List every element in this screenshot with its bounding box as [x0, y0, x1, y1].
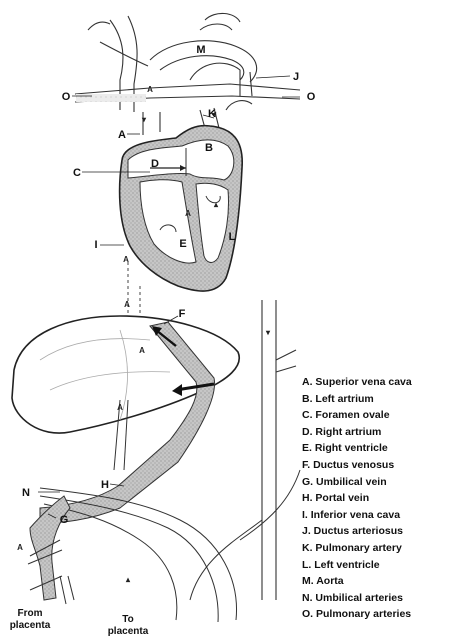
legend-item: G. Umbilical vein — [302, 474, 461, 491]
umbilical-arteries — [40, 470, 300, 622]
legend-item: B. Left artrium — [302, 391, 461, 408]
umbilical-vein-cord — [30, 496, 70, 600]
label-N: N — [22, 487, 30, 499]
legend-item: K. Pulmonary artery — [302, 540, 461, 557]
from-placenta-caption-2: placenta — [10, 620, 51, 631]
label-B: B — [205, 142, 213, 154]
flow-marker: ▾ — [141, 115, 147, 124]
legend-item: J. Ductus arteriosus — [302, 523, 461, 540]
label-C: C — [73, 167, 81, 179]
label-G: G — [60, 514, 69, 526]
pulmonary-arteries — [75, 63, 300, 110]
legend-item: H. Portal vein — [302, 490, 461, 507]
legend-item: O. Pulmonary arteries — [302, 606, 461, 623]
flow-marker: A — [123, 255, 129, 264]
legend-item: I. Inferior vena cava — [302, 507, 461, 524]
label-D: D — [151, 158, 159, 170]
to-placenta-caption-2: placenta — [108, 626, 149, 637]
flow-marker: A — [17, 543, 23, 552]
flow-marker: A — [139, 346, 145, 355]
legend-item: C. Foramen ovale — [302, 407, 461, 424]
label-L: L — [229, 231, 236, 243]
flow-marker: A — [117, 403, 123, 412]
legend-list: A. Superior vena cava B. Left artrium C.… — [302, 374, 461, 623]
inferior-vena-cava — [128, 262, 140, 320]
legend-item: N. Umbilical arteries — [302, 590, 461, 607]
legend-item: F. Ductus venosus — [302, 457, 461, 474]
label-K: K — [208, 108, 216, 120]
flow-marker: ▴ — [125, 575, 131, 584]
label-F: F — [179, 308, 186, 320]
to-placenta-caption-1: To — [122, 614, 133, 625]
flow-marker: A — [185, 209, 191, 218]
label-H: H — [101, 479, 109, 491]
legend-item: A. Superior vena cava — [302, 374, 461, 391]
label-A: A — [118, 129, 126, 141]
legend-item: E. Right ventricle — [302, 440, 461, 457]
flow-marker: A — [147, 85, 153, 94]
label-E: E — [179, 238, 186, 250]
flow-marker: A — [124, 300, 130, 309]
label-M: M — [196, 44, 205, 56]
legend-item: L. Left ventricle — [302, 557, 461, 574]
heart — [120, 126, 243, 291]
label-O-left: O — [62, 91, 71, 103]
from-placenta-caption-1: From — [18, 608, 43, 619]
flow-marker: ▾ — [265, 328, 271, 337]
label-O-right: O — [307, 91, 316, 103]
label-J: J — [293, 71, 299, 83]
label-I: I — [94, 239, 97, 251]
descending-aorta — [262, 300, 296, 600]
legend-item: M. Aorta — [302, 573, 461, 590]
pulmonary-artery-left-shade — [76, 94, 146, 102]
legend-item: D. Right artrium — [302, 424, 461, 441]
